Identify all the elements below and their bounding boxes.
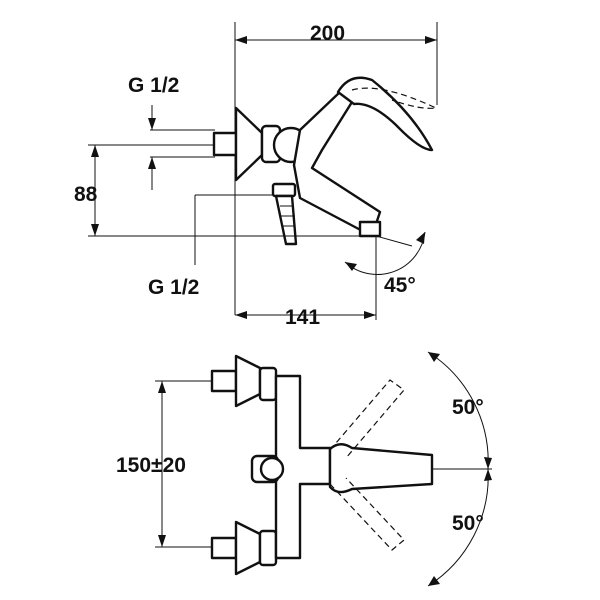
lever-angle-up-label: 50° (452, 396, 484, 419)
diverter-knob (250, 454, 285, 484)
swivel-angle-label: 45° (384, 274, 416, 297)
lever-angle-down-label: 50° (452, 512, 484, 535)
dimension-center-distance (155, 380, 215, 548)
lower-inlet (210, 520, 278, 576)
lever-angle-arcs (427, 351, 492, 587)
top-view: 150±20 (116, 351, 492, 587)
upper-inlet (210, 354, 278, 408)
depth-141-label: 141 (285, 306, 320, 329)
overall-width-label: 200 (310, 22, 345, 45)
center-distance-label: 150±20 (116, 454, 186, 477)
faucet-side-profile (212, 76, 439, 246)
thread-dimension-top (148, 105, 215, 190)
thread-dimension-bottom (194, 194, 275, 265)
inlet-thread-bottom-label: G 1/2 (148, 276, 199, 299)
side-view: 200 G 1/2 88 G 1/2 (74, 22, 439, 329)
mixer-body-top (274, 374, 332, 560)
dimension-88 (88, 144, 380, 237)
lever-position-down (329, 477, 405, 551)
dimension-141 (235, 232, 377, 320)
lever-center (328, 443, 434, 494)
dimension-200 (234, 22, 438, 315)
lever-position-up (329, 379, 405, 459)
height-88-label: 88 (74, 183, 98, 206)
inlet-thread-top-label: G 1/2 (128, 74, 179, 97)
swivel-angle-arc (344, 231, 426, 275)
